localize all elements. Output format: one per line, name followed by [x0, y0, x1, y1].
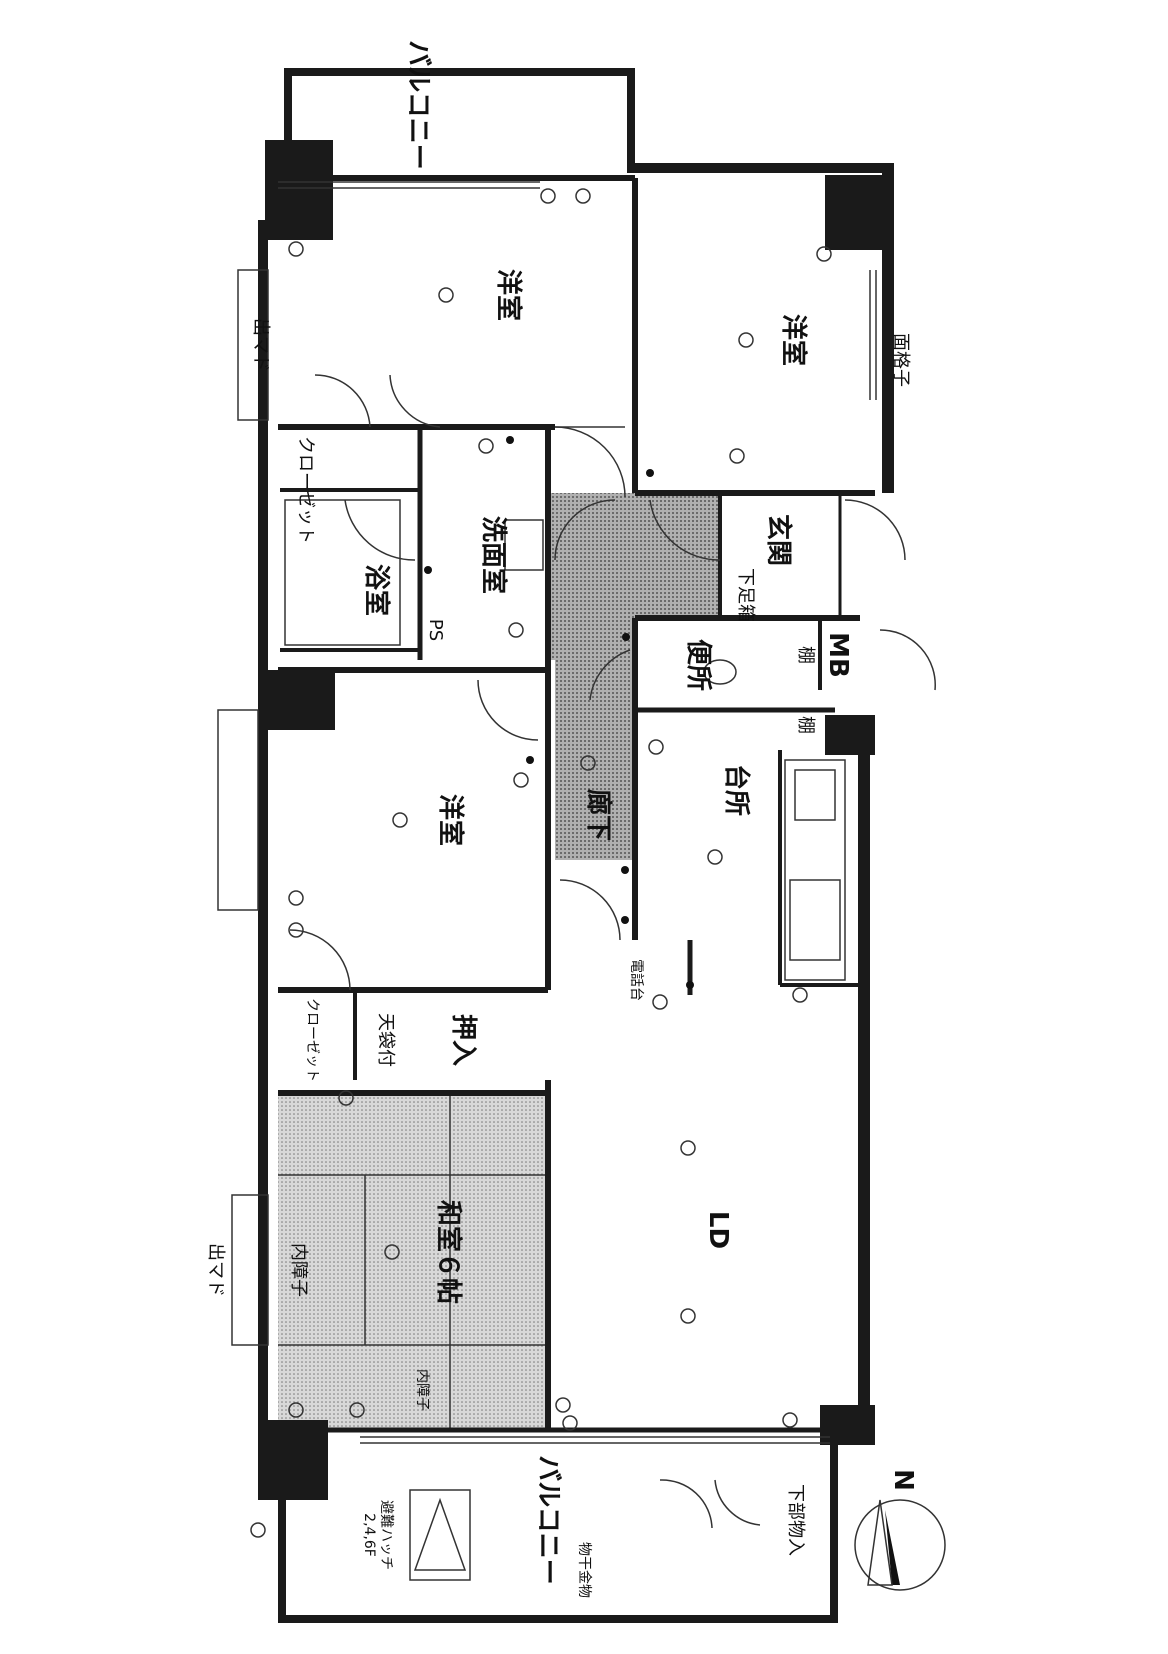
escape-hatch: [409, 1489, 471, 1581]
label-uchikoshi2: 内障子: [414, 1369, 430, 1411]
label-yokushitsu: 浴室: [361, 564, 392, 616]
label-getabako: 下足箱: [735, 568, 756, 622]
toilet-fixture: [703, 659, 737, 685]
label-yoshitsu-top: 洋室: [493, 269, 524, 321]
label-hinan-hatch: 避難ハッチ: [378, 1500, 394, 1570]
exterior-walls: [258, 68, 894, 1623]
doors: [289, 374, 936, 1529]
label-north: N: [888, 1469, 918, 1491]
outlet-symbols: [250, 188, 832, 1538]
label-closet-top: クローゼット: [295, 436, 316, 544]
north-arrow-icon: [854, 1499, 946, 1591]
washitsu-area: [278, 1093, 548, 1430]
label-mb: MB: [823, 632, 853, 678]
wash-basin: [504, 519, 544, 571]
label-washitsu: 和室６帖: [433, 1200, 464, 1304]
label-hatch-floors: 2,4,6F: [361, 1513, 377, 1557]
windows: [217, 181, 877, 1444]
switch-dots: [424, 436, 694, 989]
label-menkoshi: 面格子: [890, 333, 911, 387]
label-benjo: 便所: [683, 639, 713, 691]
label-yoshitsu-right: 洋室: [778, 314, 809, 366]
label-tana1: 棚: [795, 646, 816, 664]
label-genkan: 玄関: [763, 514, 794, 566]
label-ps: PS: [425, 619, 446, 641]
label-oshiire: 押入: [448, 1014, 478, 1066]
label-senmenshitsu: 洗面室: [478, 516, 509, 594]
label-daidokoro: 台所: [721, 764, 752, 816]
label-demado2: 出マド: [205, 1243, 226, 1297]
label-tana2: 棚: [795, 716, 816, 734]
label-closet-mid: クローゼット: [304, 998, 320, 1082]
label-uchikoshi1: 内障子: [288, 1243, 309, 1297]
label-balcony-top: バルコニー: [403, 40, 433, 169]
label-demado1: 出マド: [250, 318, 271, 372]
label-balcony-bottom: バルコニー: [533, 1455, 563, 1584]
ceiling-lights: [384, 287, 754, 1324]
label-ld: LD: [703, 1211, 733, 1249]
label-denwadai: 電話台: [628, 959, 645, 1001]
label-tenbukuro: 天袋付: [375, 1013, 396, 1067]
label-monohoshi: 物干金物: [576, 1542, 592, 1598]
bathtub: [284, 499, 401, 646]
kitchen-counter: [784, 759, 846, 981]
label-roka: 廊下: [583, 789, 614, 841]
label-shitabu-monoire: 下部物入: [785, 1484, 806, 1556]
label-yoshitsu-mid: 洋室: [435, 794, 466, 846]
room-labels: 洋室 洋室 洋室 和室６帖 LD 台所 廊下 便所 玄関 洗面室 浴室 PS M…: [205, 40, 918, 1598]
